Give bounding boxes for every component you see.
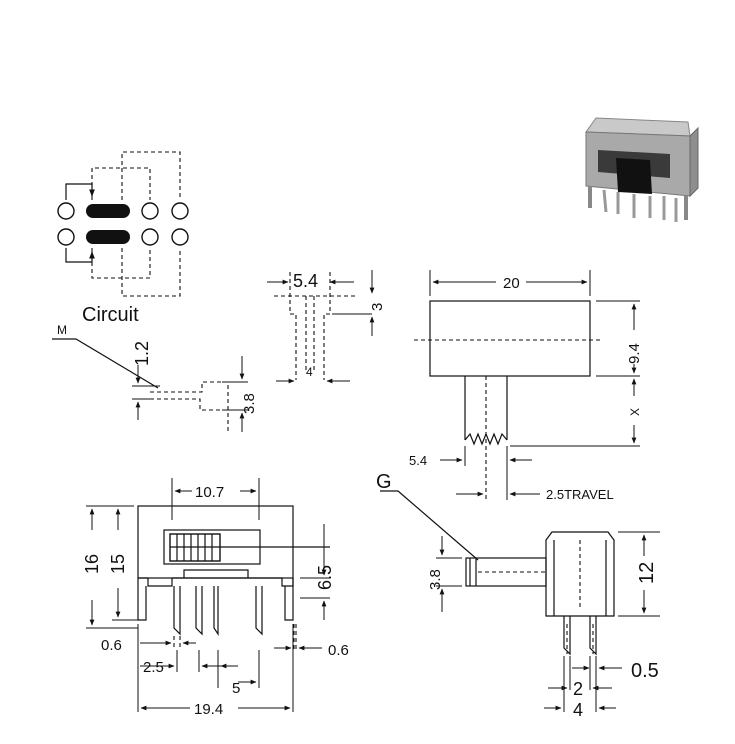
side-lever-grip (469, 558, 477, 586)
switch-side-face (689, 126, 699, 198)
dim-2-5-label: 2.5 (143, 659, 164, 676)
marker-g-label: G (376, 471, 392, 493)
travel-label: 2.5TRAVEL (546, 487, 614, 502)
dim-x-label: X (628, 408, 642, 416)
terminal-circle (57, 202, 75, 220)
front-pins (173, 586, 263, 636)
side-pins (563, 616, 597, 656)
circuit-top-dashed-link (121, 151, 181, 200)
profile-detail: M 1.2 3.8 (52, 323, 258, 432)
circuit-label: Circuit (82, 304, 139, 326)
product-photo (585, 117, 699, 222)
switch-knob (616, 158, 652, 194)
bottom-dim-ext (137, 624, 294, 712)
top-view-dim-5-4-label: 5.4 (409, 453, 427, 468)
side-dim-2-label: 2 (573, 679, 583, 699)
front-base (138, 577, 294, 587)
front-height-ext (86, 505, 138, 629)
circuit-top-arrow (65, 183, 95, 200)
circuit-bottom-dashed-link (121, 248, 181, 297)
profile-dashed-inner (150, 398, 228, 411)
terminal-circle (171, 228, 189, 246)
dim-20-ext (429, 270, 591, 296)
dim-20-label: 20 (503, 275, 520, 292)
knob-view: 5.4 3 4 (267, 270, 386, 384)
circuit-diagram: Circuit (57, 151, 189, 326)
circuit-top-inner-dashed-link (91, 167, 151, 200)
side-body-inner (553, 540, 607, 616)
side-pin-centers (566, 624, 594, 654)
side-dim-4-label: 4 (573, 700, 583, 720)
knob-dashed-stem (305, 296, 315, 370)
mount-leg-right (284, 578, 294, 621)
dim-6-5-label: 6.5 (315, 565, 335, 590)
circuit-bottom-inner-dashed-link (91, 248, 151, 279)
dim-16-label: 16 (82, 554, 102, 574)
contact-bar-top (86, 204, 130, 218)
dim-3-8-label: 3.8 (241, 393, 258, 414)
switch-pins (602, 189, 678, 222)
dim-15-label: 15 (108, 554, 128, 574)
side-dim-12-label: 12 (636, 562, 658, 584)
dim-9-4-label: 9.4 (626, 343, 643, 364)
side-dim-12-ext (618, 531, 660, 617)
switch-mount-legs (588, 186, 688, 220)
marker-m-label: M (57, 323, 67, 337)
profile-dashed (150, 381, 229, 432)
front-view: 10.7 16 15 6.5 0.6 0 (82, 478, 349, 718)
circuit-bottom-arrow (65, 248, 95, 263)
top-view: 20 9.4 X 5.4 2.5TRAVEL (409, 270, 643, 502)
side-dim-0-5-label: 0.5 (631, 660, 659, 682)
terminal-circle (141, 202, 159, 220)
top-view-body (429, 300, 591, 377)
marker-m-leader (52, 338, 159, 389)
marker-g-leader (380, 490, 479, 561)
dim-5-4-ext (464, 446, 508, 466)
dim-5-label: 5 (232, 680, 240, 697)
side-body (545, 531, 615, 617)
dim-10-7-label: 10.7 (195, 484, 224, 501)
mount-leg-left (137, 578, 147, 621)
dim-6-5-ext (300, 577, 330, 599)
knob-stem (464, 376, 508, 440)
dim-19-4-label: 19.4 (194, 701, 223, 718)
terminal-circle (57, 228, 75, 246)
side-view: G 3.8 12 0.5 2 4 (376, 471, 660, 720)
knob-dim-3-label: 3 (369, 303, 386, 311)
dim-10-7-ext (171, 478, 260, 520)
knob-dim-5-4-label: 5.4 (293, 271, 318, 291)
dim-1-2-label: 1.2 (132, 341, 152, 366)
contact-bar-bottom (86, 230, 130, 244)
front-base-boss (183, 569, 249, 578)
dim-0-6-left-label: 0.6 (101, 637, 122, 654)
terminal-circle (141, 228, 159, 246)
knob-dashed-left (289, 272, 297, 380)
dim-0-6-right-label: 0.6 (328, 642, 349, 659)
knob-dashed-right (323, 272, 331, 380)
knob-dim-4-label: 4 (306, 365, 313, 379)
side-dim-3-8-label: 3.8 (427, 569, 444, 590)
top-view-ext (510, 300, 640, 447)
side-dim-3-8-ext (436, 557, 462, 587)
terminal-circle (171, 202, 189, 220)
front-body (137, 505, 294, 579)
side-bottom-ext (563, 656, 597, 712)
